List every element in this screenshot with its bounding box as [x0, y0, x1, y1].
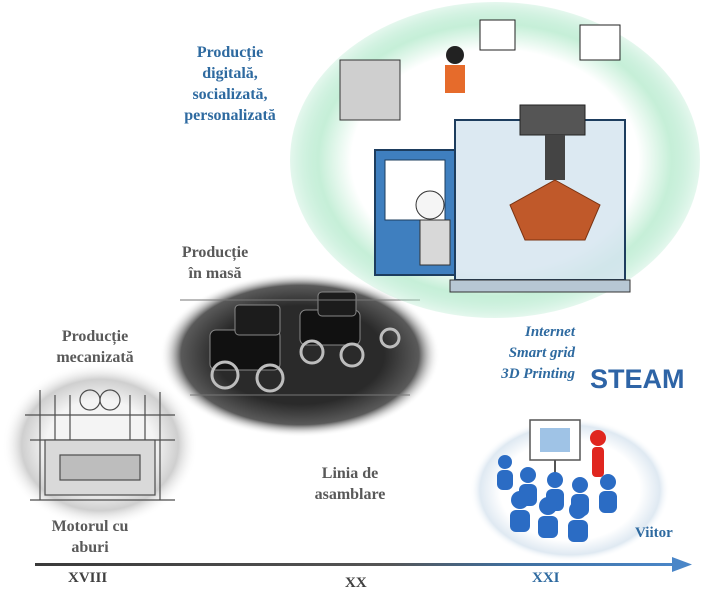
era-label-xx: XX [345, 575, 367, 591]
assembly-line-image [160, 273, 440, 437]
era-label-xxi: XXI [532, 570, 560, 586]
assembly-line-caption: Linia de asamblare [314, 465, 386, 503]
timeline-arrow [35, 557, 692, 572]
mass-production-title: Producție în masă [181, 244, 249, 282]
classroom-image [470, 418, 670, 562]
steam-engine-caption: Motorul cu aburi [51, 518, 129, 556]
era-label-xviii: XVIII [68, 570, 108, 586]
digital-technologies-list: Internet Smart grid 3D Printing [501, 324, 575, 382]
steam-engine-image [2, 363, 198, 527]
mechanized-production-title: Producție mecanizată [56, 328, 134, 366]
digital-production-title: Producție digitală, socializată, persona… [184, 44, 276, 124]
future-arrow-label: Viitor [635, 525, 673, 541]
steam-label: STEAM [590, 364, 685, 394]
3d-printing-image [290, 2, 700, 318]
